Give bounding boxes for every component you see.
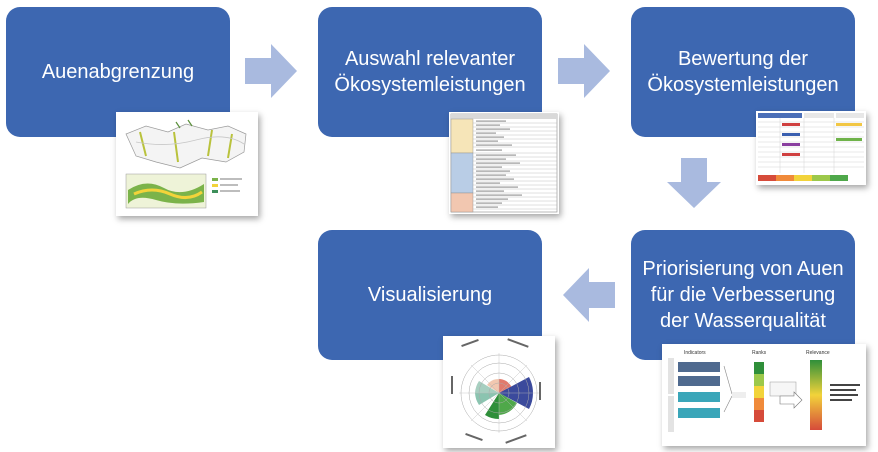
- thumbnail-relevance-label: Relevance: [806, 350, 830, 356]
- step-label: Bewertung der Ökosystemleistungen: [647, 48, 839, 96]
- step-label: Priorisierung von Auen für die Verbesser…: [642, 258, 844, 332]
- step-priorisierung-auen: Priorisierung von Auen für die Verbesser…: [631, 230, 855, 360]
- arrow-down: [667, 158, 721, 208]
- arrow-right-2: [558, 44, 610, 98]
- thumbnail-ranks-label: Ranks: [752, 350, 767, 356]
- arrow-left: [563, 268, 615, 322]
- thumbnail-floodplain-map: [116, 112, 258, 216]
- step-label: Auswahl relevanter Ökosystemleistungen: [334, 48, 526, 96]
- thumbnail-indicators-label: Indicators: [684, 350, 706, 356]
- step-auswahl-oekosystemleistungen: Auswahl relevanter Ökosystemleistungen: [318, 7, 542, 137]
- step-label: Visualisierung: [367, 284, 493, 306]
- thumbnail-assessment-spreadsheet: [756, 111, 866, 185]
- step-label: Auenabgrenzung: [41, 61, 195, 83]
- arrow-right-1: [245, 44, 297, 98]
- thumbnail-rose-chart: [443, 336, 555, 448]
- thumbnail-prioritization-scheme: Indicators Ranks Relevance: [662, 344, 866, 446]
- thumbnail-ecosystem-services-table: [449, 112, 559, 214]
